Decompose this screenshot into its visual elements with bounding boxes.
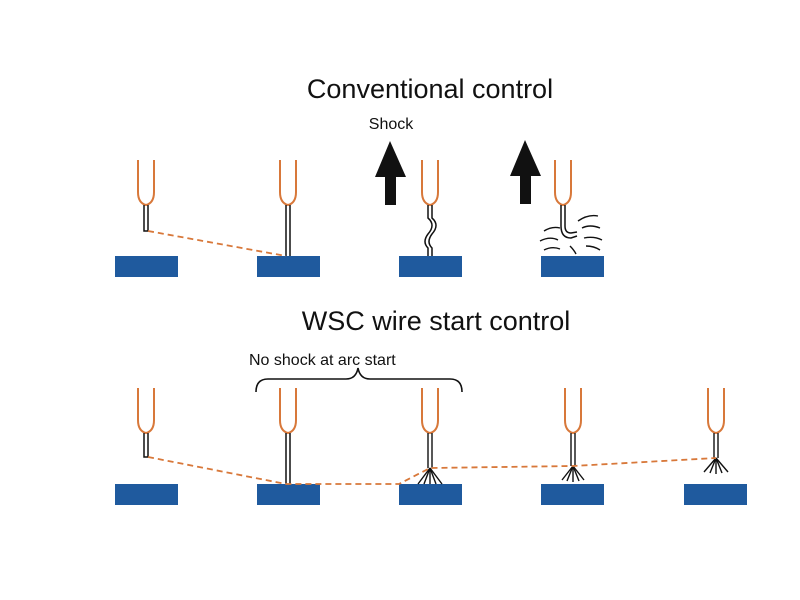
wire — [285, 205, 291, 256]
wire-tip-trajectory — [147, 230, 287, 257]
wire-frayed — [417, 433, 443, 485]
torch-nozzle-icon — [137, 388, 155, 435]
workpiece — [541, 256, 604, 277]
workpiece — [399, 484, 462, 505]
shock-arrow-icon — [510, 140, 541, 204]
workpiece — [684, 484, 747, 505]
workpiece — [541, 484, 604, 505]
wire-frayed — [561, 433, 585, 482]
torch-nozzle-icon — [554, 160, 572, 207]
wire — [143, 433, 149, 458]
spatter-icon — [539, 214, 603, 255]
no-shock-bracket — [255, 367, 463, 393]
torch-nozzle-icon — [279, 160, 297, 207]
torch-nozzle-icon — [421, 388, 439, 435]
workpiece — [399, 256, 462, 277]
workpiece — [257, 484, 320, 505]
wire — [285, 433, 291, 484]
torch-nozzle-icon — [564, 388, 582, 435]
wire-tip-trajectory — [147, 456, 717, 485]
torch-nozzle-icon — [421, 160, 439, 207]
torch-nozzle-icon — [137, 160, 155, 207]
torch-nozzle-icon — [279, 388, 297, 435]
torch-nozzle-icon — [707, 388, 725, 435]
workpiece — [115, 256, 178, 277]
workpiece — [115, 484, 178, 505]
workpiece — [257, 256, 320, 277]
conventional-title: Conventional control — [307, 74, 553, 104]
wsc-title: WSC wire start control — [302, 306, 571, 336]
wire-bent — [560, 205, 578, 239]
wire-buckled — [424, 205, 437, 256]
shock-label: Shock — [369, 116, 414, 133]
shock-arrow-icon — [375, 141, 406, 205]
wire-frayed — [703, 433, 729, 474]
wire — [143, 205, 149, 232]
bracket-label: No shock at arc start — [249, 352, 396, 369]
